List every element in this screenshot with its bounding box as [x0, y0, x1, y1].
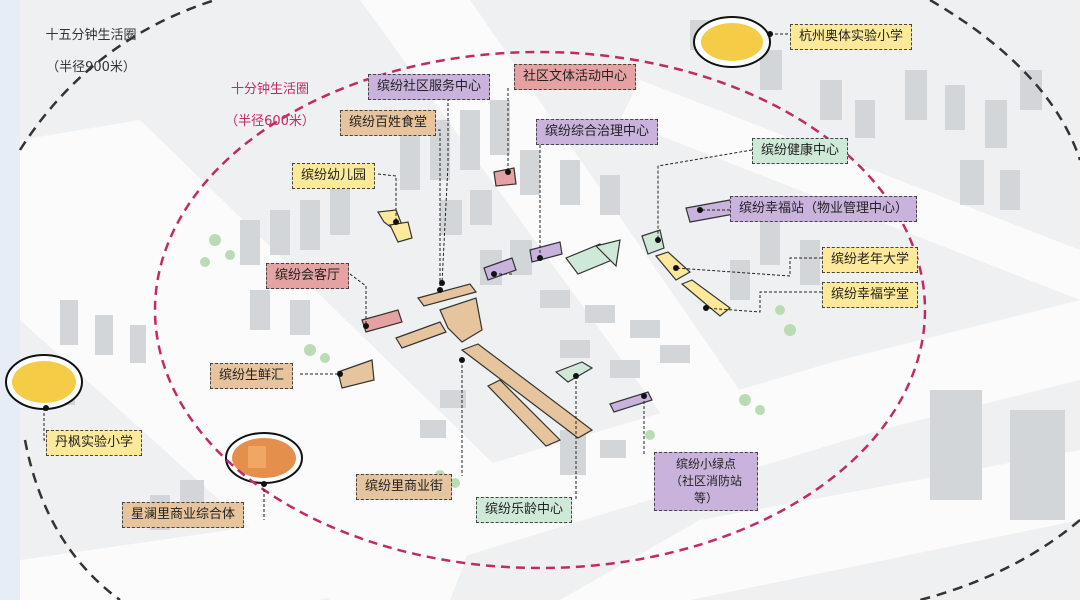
fifteen-minute-ring-right [929, 0, 1080, 161]
label-happiness-school: 缤纷幸福学堂 [822, 282, 919, 308]
ten-minute-caption: 十分钟生活圈 （半径600米） [200, 66, 340, 146]
label-social-service-center: 缤纷社区服务中心 [368, 74, 491, 100]
label-commercial-complex: 星澜里商业综合体 [122, 502, 245, 528]
leader-lines [43, 33, 822, 520]
label-commercial-street: 缤纷里商业街 [356, 474, 453, 500]
school-marker-danfeng [5, 354, 83, 410]
label-meeting-hall: 缤纷会客厅 [266, 263, 350, 289]
fifteen-minute-caption: 十五分钟生活圈 （半径900米） [16, 12, 166, 92]
ten-minute-radius: （半径600米） [225, 114, 315, 129]
fifteen-minute-title: 十五分钟生活圈 [45, 28, 137, 43]
label-health-center: 缤纷健康中心 [752, 138, 849, 164]
school-marker-hangzhou [693, 16, 771, 68]
label-green-point: 缤纷小绿点 （社区消防站等） [654, 452, 758, 511]
fifteen-minute-ring-left-lower [23, 439, 121, 600]
label-hangzhou-olympic-school: 杭州奥体实验小学 [790, 24, 913, 50]
label-elderly-university: 缤纷老年大学 [822, 247, 919, 273]
fifteen-minute-ring-left [18, 0, 216, 151]
label-culture-activity-center: 社区文体活动中心 [514, 64, 637, 90]
ten-minute-title: 十分钟生活圈 [230, 82, 309, 97]
label-community-canteen: 缤纷百姓食堂 [340, 110, 437, 136]
label-danfeng-school: 丹枫实验小学 [46, 430, 143, 456]
label-kindergarten: 缤纷幼儿园 [292, 163, 376, 189]
label-governance-center: 缤纷综合治理中心 [536, 119, 659, 145]
leader-dots [43, 31, 773, 487]
fifteen-minute-radius: （半径900米） [46, 60, 136, 75]
label-happiness-station: 缤纷幸福站（物业管理中心） [730, 196, 918, 222]
complex-marker [225, 432, 303, 484]
fifteen-minute-ring-right-lower [919, 519, 1080, 600]
ten-minute-ring [153, 50, 927, 570]
label-fresh-market: 缤纷生鲜汇 [210, 363, 294, 389]
label-elderly-center: 缤纷乐龄中心 [476, 497, 573, 523]
trees [200, 234, 796, 488]
